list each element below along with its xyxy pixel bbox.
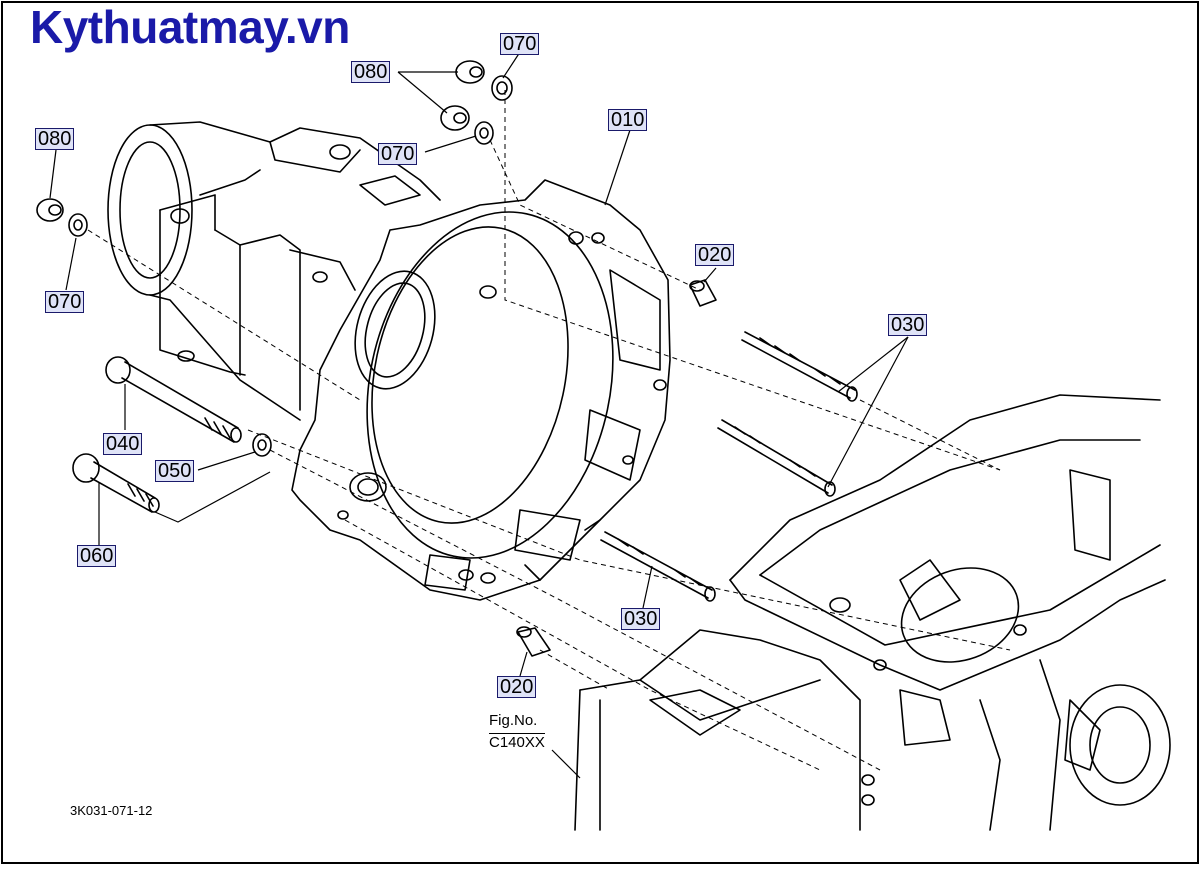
callout-070-left[interactable]: 070: [45, 291, 85, 313]
callout-060[interactable]: 060: [77, 545, 117, 567]
callout-080-top[interactable]: 080: [351, 61, 391, 83]
callout-040[interactable]: 040: [103, 433, 143, 455]
stud-030-middle: [717, 419, 836, 497]
stud-030-lower: [600, 531, 716, 602]
callout-020-lower[interactable]: 020: [497, 676, 537, 698]
washer-070-mid: [474, 121, 494, 145]
document-id: 3K031-071-12: [70, 803, 153, 818]
nut-080-mid: [440, 105, 470, 131]
bolt-040: [105, 356, 242, 443]
transmission-case-drawing: [574, 394, 1171, 831]
dowel-pin-020-upper: [689, 279, 717, 307]
bell-housing-drawing: [291, 179, 671, 601]
dowel-pin-020-lower: [516, 626, 551, 657]
callout-030-lower[interactable]: 030: [621, 608, 661, 630]
callout-050[interactable]: 050: [155, 460, 195, 482]
callout-070-mid[interactable]: 070: [378, 143, 418, 165]
nut-080-top: [455, 60, 485, 84]
alignment-lines: [87, 90, 1011, 771]
stud-030-upper: [741, 331, 858, 402]
leader-lines: [49, 51, 909, 779]
callout-070-top[interactable]: 070: [500, 33, 540, 55]
bolt-060: [72, 453, 160, 513]
figure-number-label: Fig.No.: [489, 712, 538, 729]
washer-070-top: [491, 75, 513, 101]
figure-number-code: C140XX: [489, 733, 545, 751]
callout-080-left[interactable]: 080: [35, 128, 75, 150]
callout-030-upper[interactable]: 030: [888, 314, 928, 336]
callout-020-upper[interactable]: 020: [695, 244, 735, 266]
pump-body-drawing: [107, 121, 441, 421]
washer-070-left: [68, 213, 88, 237]
nut-080-left: [36, 198, 64, 222]
washer-050: [252, 433, 272, 457]
brand-title: Kythuatmay.vn: [30, 1, 350, 53]
callout-010[interactable]: 010: [608, 109, 648, 131]
